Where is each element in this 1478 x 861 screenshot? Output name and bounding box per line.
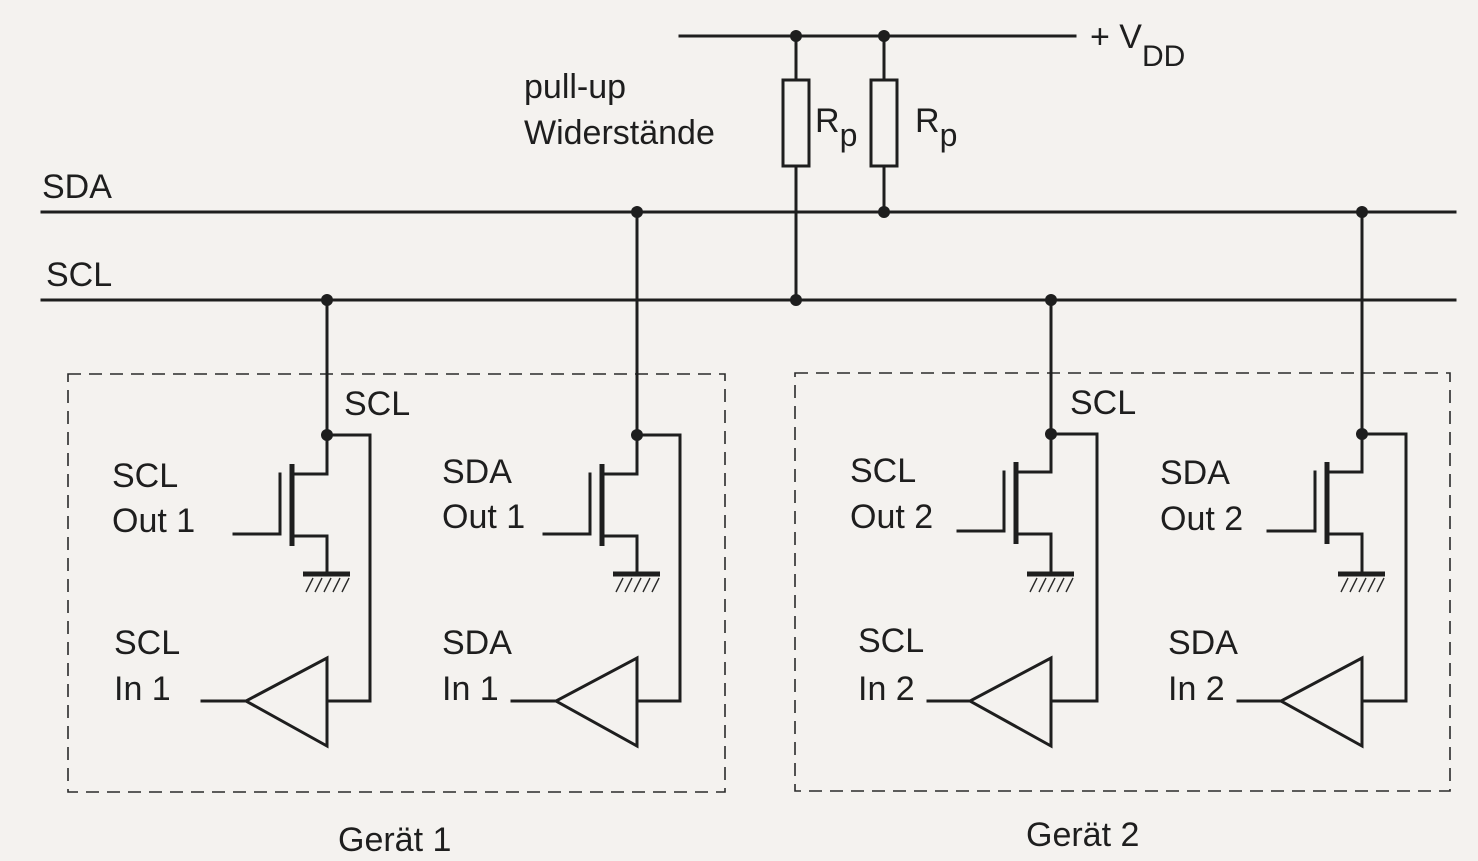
pullup-label-line1: pull-up: [524, 68, 626, 106]
scl-out-2-label-line1: SCL: [850, 452, 916, 490]
sda-out-2-label-line2: Out 2: [1160, 500, 1243, 538]
sda-in-buffer-1: [510, 433, 682, 749]
scl-out-transistor-2: [956, 428, 1074, 593]
sda-in-buffer-2: [1236, 432, 1408, 749]
sda-in-2-label-line2: In 2: [1168, 670, 1225, 708]
scl-in-2-label-line1: SCL: [858, 622, 924, 660]
device-2: SCL SCL Out 2 SDA Out 2 SCL In 2 SDA In …: [794, 206, 1451, 854]
device-2-name: Gerät 2: [1026, 816, 1139, 854]
device-2-boundary: [794, 372, 1451, 792]
sda-out-1-label-line2: Out 1: [442, 498, 525, 536]
sda-in-2-label-line1: SDA: [1168, 624, 1238, 662]
sda-in-1-label-line2: In 1: [442, 670, 499, 708]
scl-out-1-label-line2: Out 1: [112, 502, 195, 540]
scl-in-1-label-line2: In 1: [114, 670, 171, 708]
device-1-boundary: [67, 373, 726, 793]
rp-label-1: Rp: [815, 102, 857, 153]
sda-out-transistor-1: [542, 429, 660, 593]
device-1: SCL SCL Out 1 SDA Out 1 SCL In 1 SDA In …: [67, 206, 726, 859]
sda-out-2-label-line1: SDA: [1160, 454, 1230, 492]
pullup-label-line2: Widerstände: [524, 114, 715, 152]
sda-bus-label: SDA: [42, 168, 112, 206]
sda-out-transistor-2: [1266, 428, 1385, 593]
vdd-label: + VDD: [1090, 18, 1185, 73]
sda-out-1-label-line1: SDA: [442, 453, 512, 491]
scl-in-1-label-line1: SCL: [114, 624, 180, 662]
scl-in-2-label-line2: In 2: [858, 670, 915, 708]
scl-in-buffer-1: [200, 433, 372, 749]
scl-out-1-label-line1: SCL: [112, 457, 178, 495]
scl-out-2-label-line2: Out 2: [850, 498, 933, 536]
device-1-scl-tap-label: SCL: [344, 385, 410, 423]
sda-in-1-label-line1: SDA: [442, 624, 512, 662]
device-1-name: Gerät 1: [338, 821, 451, 859]
pullup-resistor-scl: [781, 30, 811, 306]
rp-label-2: Rp: [915, 102, 957, 153]
pullup-resistor-sda: [869, 30, 899, 218]
scl-in-buffer-2: [926, 432, 1099, 749]
device-2-scl-tap-label: SCL: [1070, 384, 1136, 422]
scl-bus-label: SCL: [46, 256, 112, 294]
scl-out-transistor-1: [232, 429, 350, 593]
